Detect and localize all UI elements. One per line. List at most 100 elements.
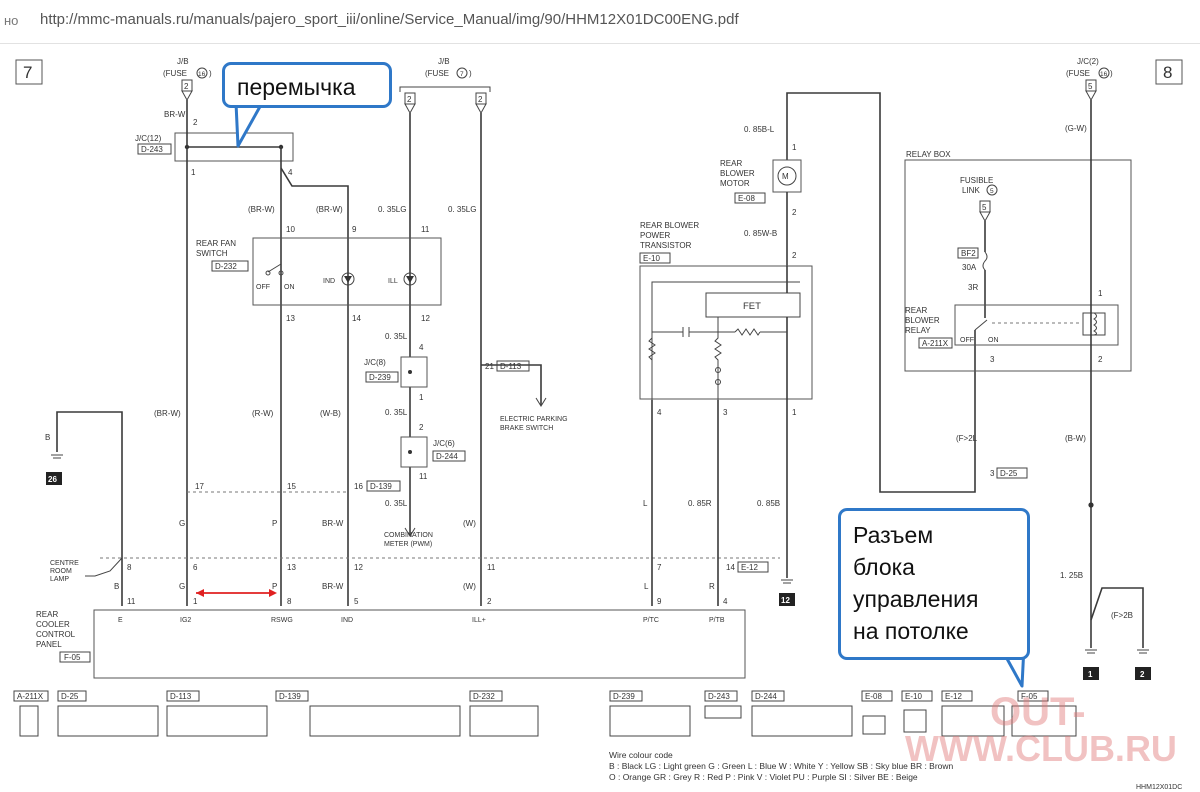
motor-m: M bbox=[782, 172, 789, 181]
transistor-pin-4: 4 bbox=[657, 408, 662, 417]
resistor-left bbox=[648, 337, 656, 361]
relay-pin-1: 1 bbox=[1098, 289, 1103, 298]
jb-left-label: J/B bbox=[177, 57, 189, 66]
label-b125: 1. 25B bbox=[1060, 571, 1083, 580]
pin-4e: 4 bbox=[723, 597, 728, 606]
svg-text:F-05: F-05 bbox=[1021, 692, 1038, 701]
label-r085: 0. 85R bbox=[688, 499, 712, 508]
panel-label-3: CONTROL bbox=[36, 630, 76, 639]
svg-text:D-244: D-244 bbox=[755, 692, 777, 701]
jumper-callout: перемычка bbox=[222, 62, 392, 108]
fuse-mid-num-circle bbox=[456, 67, 468, 79]
connector-e10: E-10 bbox=[901, 690, 933, 733]
comb-meter-1: COMBINATION bbox=[384, 532, 433, 539]
power-transistor-box bbox=[639, 265, 813, 400]
connector-d113: D-113 bbox=[166, 690, 268, 737]
legend-title: Wire colour code bbox=[609, 750, 673, 760]
fusible-link-1: FUSIBLE bbox=[960, 176, 993, 185]
fet-box bbox=[705, 292, 801, 318]
wire-motor-relay bbox=[786, 92, 976, 493]
terminal-ptb: P/TB bbox=[709, 617, 725, 624]
jc12-pin1: 1 bbox=[191, 168, 196, 177]
d139-label: D-139 bbox=[370, 482, 392, 491]
terminal-ptc: P/TC bbox=[643, 617, 659, 624]
pin-17: 17 bbox=[195, 482, 204, 491]
label-l035b: 0. 35L bbox=[385, 408, 408, 417]
pin-12: 12 bbox=[421, 314, 430, 323]
epb-label-1: ELECTRIC PARKING bbox=[500, 416, 568, 423]
pin-3d: 3 bbox=[990, 469, 995, 478]
fuse-left-num-circle bbox=[196, 67, 208, 79]
jumper-callout-text: перемычка bbox=[237, 74, 356, 100]
d25-label: D-25 bbox=[1000, 469, 1018, 478]
jc6-node bbox=[408, 450, 412, 454]
e12-box bbox=[737, 561, 769, 573]
watermark-line-1: OUT- bbox=[990, 690, 1086, 734]
label-bw: (B-W) bbox=[1065, 434, 1086, 443]
a211-label: A-211X bbox=[922, 339, 949, 348]
label-w1: (W) bbox=[463, 519, 476, 528]
address-url[interactable]: http://mmc-manuals.ru/manuals/pajero_spo… bbox=[40, 11, 739, 28]
fuse-right-terminal bbox=[1085, 90, 1097, 102]
jc12-label: J/C(12) bbox=[135, 134, 162, 143]
a211-box bbox=[918, 337, 953, 349]
ind-led-diode bbox=[344, 276, 352, 283]
pin-12b: 12 bbox=[354, 563, 363, 572]
label-l035c: 0. 35L bbox=[385, 499, 408, 508]
fet-label: FET bbox=[743, 301, 761, 312]
terminal-ig2: IG2 bbox=[180, 617, 191, 624]
label-p2: P bbox=[272, 582, 277, 591]
d232-box bbox=[211, 260, 249, 272]
ill-led-icon bbox=[403, 272, 417, 286]
jc6-label: J/C(6) bbox=[433, 439, 455, 448]
fuse-mid-pin-a: 2 bbox=[407, 95, 412, 104]
connector-f05: F-05 bbox=[1011, 690, 1077, 737]
fuse-right-close: ) bbox=[1110, 69, 1113, 78]
jc8-label: J/C(8) bbox=[364, 358, 386, 367]
label-l-w: L bbox=[643, 499, 648, 508]
jc6-pin11: 11 bbox=[419, 472, 428, 481]
page-number-box-left bbox=[15, 59, 43, 85]
relay-inner-box bbox=[954, 304, 1119, 346]
browser-address-bar[interactable]: но http://mmc-manuals.ru/manuals/pajero_… bbox=[0, 0, 1200, 44]
jc8-pin1: 1 bbox=[419, 393, 424, 402]
relay-box-label: RELAY BOX bbox=[906, 150, 951, 159]
d243-box bbox=[137, 143, 172, 155]
pin-9e: 9 bbox=[657, 597, 662, 606]
fan-switch-on-pt bbox=[278, 270, 284, 276]
transistor-pin-1: 1 bbox=[792, 408, 797, 417]
page-number-right: 8 bbox=[1163, 63, 1172, 82]
d243-label: D-243 bbox=[141, 145, 163, 154]
rbpt-label-1: REAR BLOWER bbox=[640, 221, 699, 230]
fuse-mid-close: ) bbox=[469, 69, 472, 78]
pin-5e: 5 bbox=[354, 597, 359, 606]
fuse-left-label: (FUSE bbox=[163, 69, 187, 78]
relay-off: OFF bbox=[960, 337, 974, 344]
jc8-node bbox=[408, 370, 412, 374]
pin-21: 21 bbox=[485, 362, 494, 371]
ground-26-num: 26 bbox=[48, 475, 57, 484]
resistor-h bbox=[734, 328, 761, 336]
connector-e08: E-08 bbox=[861, 690, 893, 735]
transistor-pin-3: 3 bbox=[723, 408, 728, 417]
wiring-diagram: 7 8 J/B (FUSE 16 ) 2 BR-W 2 J/C(12) D-24… bbox=[13, 57, 1183, 791]
d113-box bbox=[496, 360, 530, 372]
d232-label: D-232 bbox=[215, 262, 237, 271]
ill-led-diode bbox=[406, 276, 414, 283]
label-lg-b: 0. 35LG bbox=[448, 205, 476, 214]
red-arrow-head-left bbox=[196, 589, 204, 597]
panel-label-1: REAR bbox=[36, 610, 58, 619]
d239-label: D-239 bbox=[369, 373, 391, 382]
transistor-pin-2: 2 bbox=[792, 251, 797, 260]
pin-14b: 14 bbox=[726, 563, 735, 572]
label-f2l: (F>2L bbox=[956, 434, 978, 443]
relay-pin-3: 3 bbox=[990, 355, 995, 364]
label-b2: B bbox=[114, 582, 119, 591]
fuse-left-num: 16 bbox=[198, 71, 206, 78]
connector-callout-line-4: на потолке bbox=[853, 618, 969, 644]
rear-fan-switch-box bbox=[252, 237, 442, 306]
panel-label-2: COOLER bbox=[36, 620, 70, 629]
mid-contact-1 bbox=[715, 367, 721, 373]
fuse-right-num-circle bbox=[1098, 67, 1110, 79]
ground-26-box bbox=[46, 472, 62, 485]
